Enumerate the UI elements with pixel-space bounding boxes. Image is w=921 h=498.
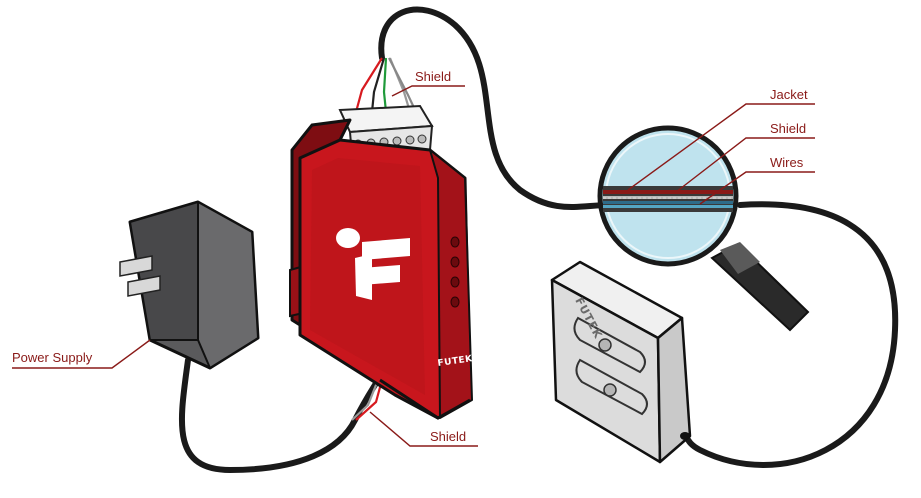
bottom-wires	[351, 379, 384, 421]
label-power-supply: Power Supply	[12, 350, 93, 365]
load-cell: FUTEK	[550, 260, 692, 464]
top-cable	[378, 6, 613, 210]
top-wires	[354, 57, 417, 113]
label-jacket: Jacket	[770, 87, 808, 102]
device-brand-text: FUTEK	[437, 354, 474, 369]
label-wires: Wires	[770, 155, 804, 170]
magnifier	[597, 125, 810, 332]
cable-to-loadcell	[683, 201, 899, 468]
label-shield-bottom: Shield	[430, 429, 466, 444]
leader-lines	[12, 85, 815, 447]
label-shield-mid: Shield	[770, 121, 806, 136]
power-adapter	[119, 200, 260, 370]
signal-conditioner: FUTEK	[289, 118, 474, 420]
power-cable	[178, 357, 381, 474]
label-shield-top: Shield	[415, 69, 451, 84]
device-logo-icon	[336, 228, 410, 300]
